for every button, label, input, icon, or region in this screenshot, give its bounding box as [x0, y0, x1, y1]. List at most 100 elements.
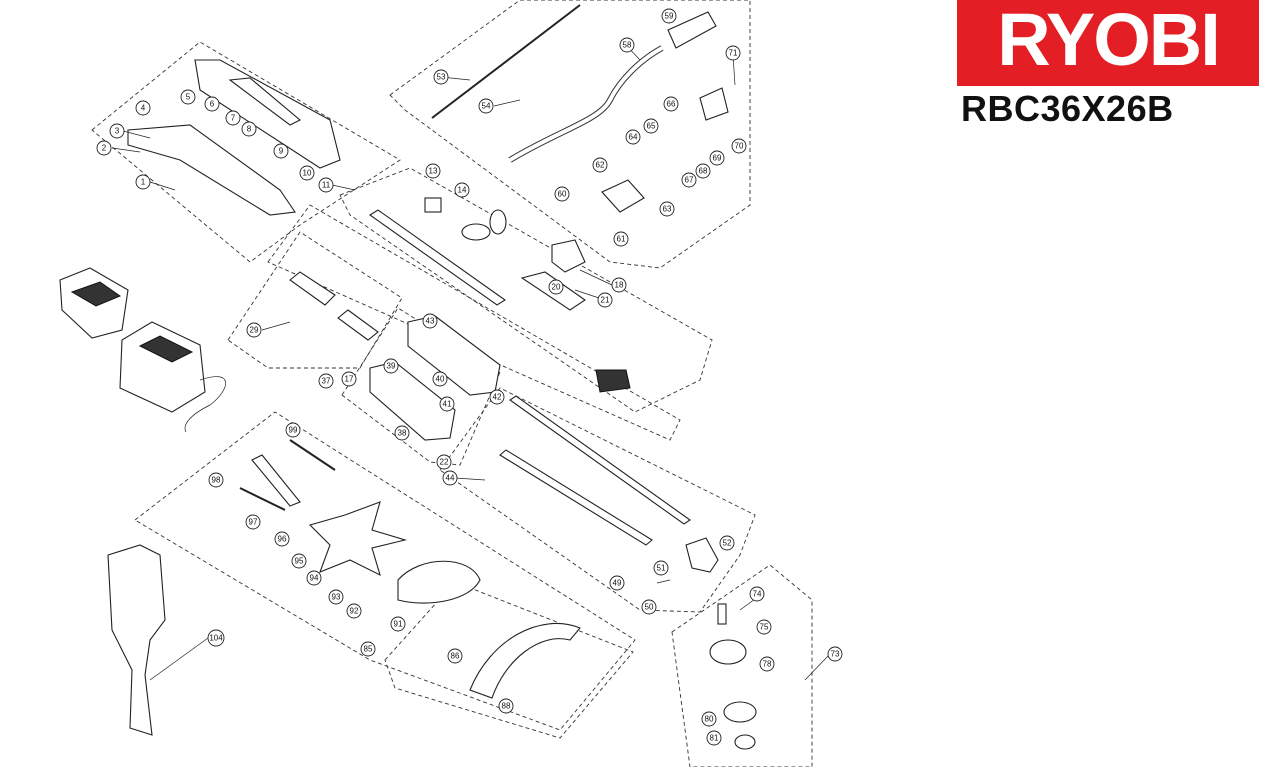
- part-callout-18: 18: [611, 277, 627, 293]
- part-callouts: 1234567891011131417182021222937383940414…: [96, 8, 843, 746]
- part-callout-54: 54: [478, 98, 494, 114]
- part-number: 98: [212, 476, 221, 485]
- part-callout-42: 42: [489, 389, 505, 405]
- part-callout-1: 1: [135, 174, 151, 190]
- part-number: 86: [451, 652, 460, 661]
- part-callout-41: 41: [439, 396, 455, 412]
- part-number: 78: [763, 660, 772, 669]
- part-number: 18: [615, 281, 624, 290]
- part-number: 50: [645, 603, 654, 612]
- part-callout-44: 44: [442, 470, 458, 486]
- part-callout-40: 40: [432, 371, 448, 387]
- part-callout-66: 66: [663, 96, 679, 112]
- part-callout-91: 91: [390, 616, 406, 632]
- part-callout-63: 63: [659, 201, 675, 217]
- part-number: 8: [247, 125, 252, 134]
- part-number: 41: [443, 400, 452, 409]
- part-callout-53: 53: [433, 69, 449, 85]
- part-number: 95: [295, 557, 304, 566]
- part-number: 94: [310, 574, 319, 583]
- part-number: 44: [446, 474, 455, 483]
- part-number: 42: [493, 393, 502, 402]
- part-number: 10: [303, 169, 312, 178]
- part-callout-52: 52: [719, 535, 735, 551]
- part-number: 80: [705, 715, 714, 724]
- part-number: 20: [552, 283, 561, 292]
- part-callout-50: 50: [641, 599, 657, 615]
- model-number: RBC36X26B: [961, 88, 1174, 129]
- part-number: 68: [699, 167, 708, 176]
- part-callout-92: 92: [346, 603, 362, 619]
- part-callout-71: 71: [725, 45, 741, 61]
- part-number: 29: [250, 326, 259, 335]
- part-callout-95: 95: [291, 553, 307, 569]
- part-callout-22: 22: [436, 454, 452, 470]
- part-number: 2: [102, 144, 107, 153]
- part-callout-86: 86: [447, 648, 463, 664]
- part-number: 38: [398, 429, 407, 438]
- part-callout-64: 64: [625, 129, 641, 145]
- part-number: 97: [249, 518, 258, 527]
- part-callout-29: 29: [246, 322, 262, 338]
- part-number: 59: [665, 12, 674, 21]
- part-callout-78: 78: [759, 656, 775, 672]
- part-callout-37: 37: [318, 373, 334, 389]
- part-callout-67: 67: [681, 172, 697, 188]
- part-number: 64: [629, 133, 638, 142]
- part-number: 51: [657, 564, 666, 573]
- part-number: 11: [322, 181, 331, 190]
- part-callout-9: 9: [273, 143, 289, 159]
- part-callout-88: 88: [498, 698, 514, 714]
- part-number: 63: [663, 205, 672, 214]
- part-callout-49: 49: [609, 575, 625, 591]
- part-callout-43: 43: [422, 313, 438, 329]
- part-number: 52: [723, 539, 732, 548]
- part-callout-70: 70: [731, 138, 747, 154]
- part-callout-51: 51: [653, 560, 669, 576]
- part-number: 66: [667, 100, 676, 109]
- part-callout-4: 4: [135, 100, 151, 116]
- ryobi-logo: [957, 0, 1259, 86]
- part-number: 22: [440, 458, 449, 467]
- part-callout-38: 38: [394, 425, 410, 441]
- part-number: 99: [289, 426, 298, 435]
- part-number: 17: [345, 375, 354, 384]
- part-number: 53: [437, 73, 446, 82]
- part-number: 21: [601, 296, 610, 305]
- part-callout-21: 21: [597, 292, 613, 308]
- part-callout-14: 14: [454, 182, 470, 198]
- part-callout-74: 74: [749, 586, 765, 602]
- part-number: 74: [753, 590, 762, 599]
- brand-name: RYOBI: [997, 0, 1221, 81]
- part-number: 3: [115, 127, 120, 136]
- part-callout-13: 13: [425, 163, 441, 179]
- part-number: 71: [729, 49, 738, 58]
- part-callout-80: 80: [701, 711, 717, 727]
- part-number: 75: [760, 623, 769, 632]
- part-number: 96: [278, 535, 287, 544]
- part-number: 104: [209, 634, 223, 643]
- part-callout-58: 58: [619, 37, 635, 53]
- part-sketches: [59, 4, 757, 750]
- part-callout-8: 8: [241, 121, 257, 137]
- part-number: 88: [502, 702, 511, 711]
- part-number: 37: [322, 377, 331, 386]
- part-number: 9: [279, 147, 284, 156]
- part-callout-2: 2: [96, 140, 112, 156]
- part-callout-73: 73: [827, 646, 843, 662]
- part-callout-65: 65: [643, 118, 659, 134]
- part-callout-99: 99: [285, 422, 301, 438]
- part-callout-17: 17: [341, 371, 357, 387]
- part-number: 13: [429, 167, 438, 176]
- part-callout-39: 39: [383, 358, 399, 374]
- part-callout-69: 69: [709, 150, 725, 166]
- part-number: 60: [558, 190, 567, 199]
- part-number: 43: [426, 317, 435, 326]
- part-number: 62: [596, 161, 605, 170]
- part-number: 93: [332, 593, 341, 602]
- part-number: 65: [647, 122, 656, 131]
- part-callout-104: 104: [207, 629, 225, 647]
- part-number: 14: [458, 186, 467, 195]
- part-callout-81: 81: [706, 730, 722, 746]
